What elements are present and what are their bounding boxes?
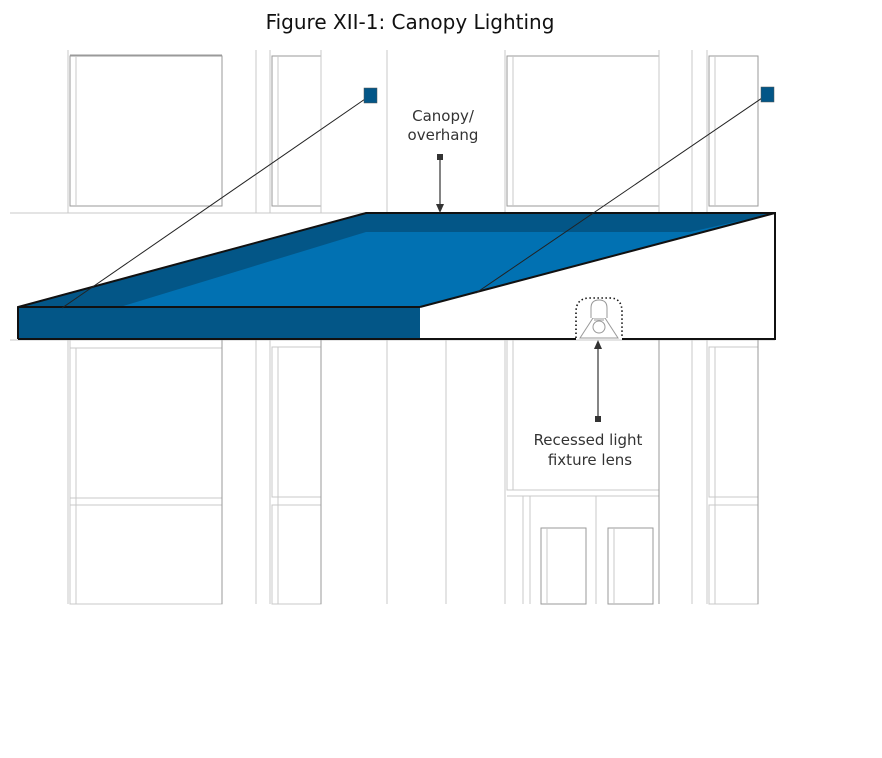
canopy-label-line1: Canopy/	[412, 107, 475, 125]
light-source-left	[61, 87, 378, 309]
canopy	[17, 212, 776, 340]
figure-title: Figure XII-1: Canopy Lighting	[265, 10, 555, 34]
fixture-label-line1: Recessed light	[534, 431, 643, 449]
fixture-label-line2: fixture lens	[548, 451, 632, 469]
light-source-right	[475, 86, 775, 294]
facade-upper	[10, 50, 759, 214]
fixture-callout: Recessed light fixture lens	[534, 340, 643, 469]
square-marker-icon	[363, 87, 378, 104]
canopy-label-line2: overhang	[408, 126, 479, 144]
facade-lower	[10, 339, 775, 605]
square-marker-icon	[760, 86, 775, 103]
light-bulb-icon	[575, 297, 623, 339]
canopy-callout: Canopy/ overhang	[408, 107, 479, 213]
